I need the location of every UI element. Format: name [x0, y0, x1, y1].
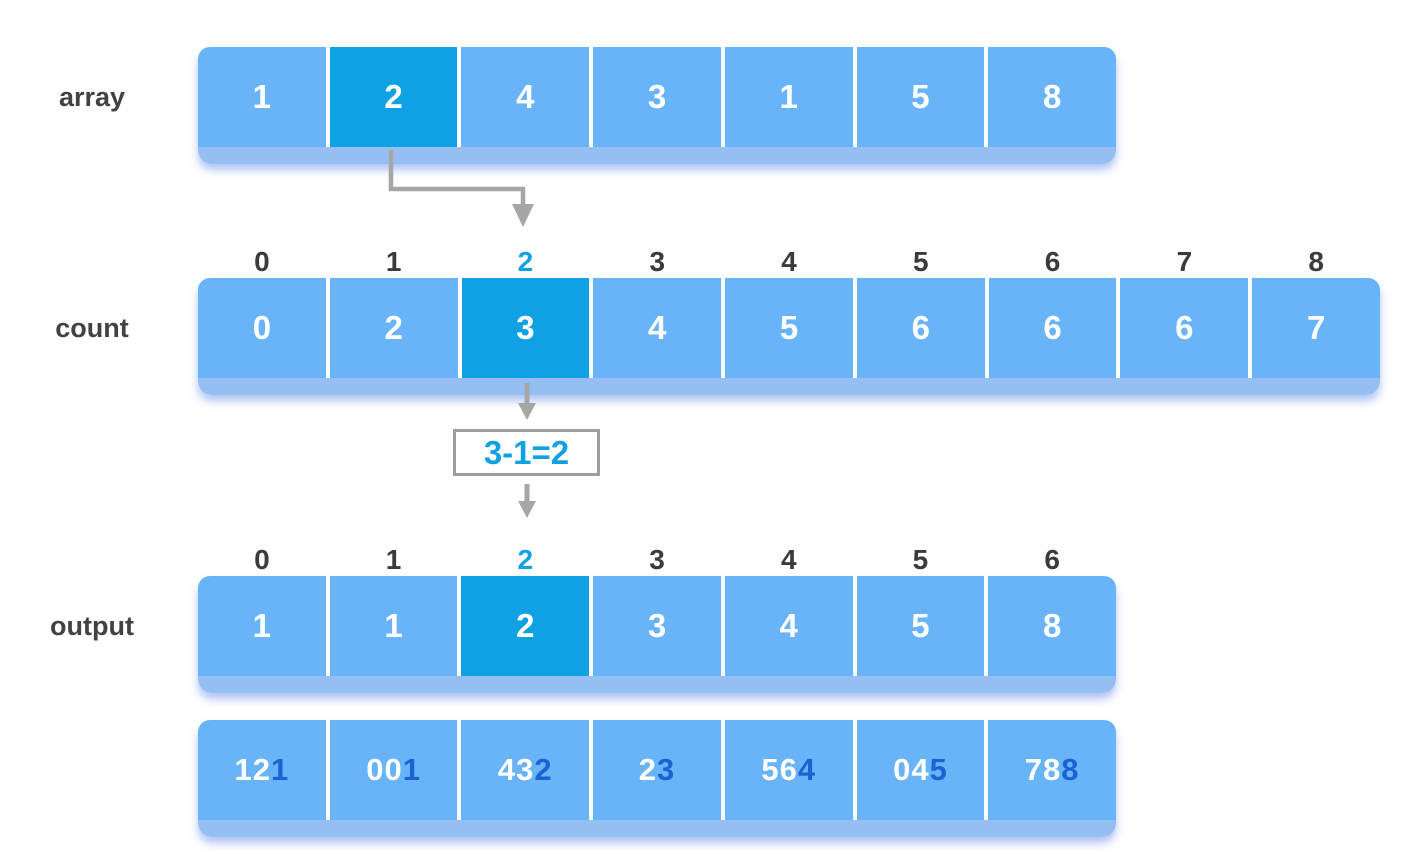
array-bar: 1 2 4 3 1 5 8	[198, 47, 1117, 164]
count-index-0: 0	[254, 246, 270, 277]
array-cell-2: 4	[461, 47, 590, 147]
array-cell-3: 3	[593, 47, 721, 147]
digits-cell-6-key-digit: 8	[1061, 752, 1080, 787]
output-bar-base	[198, 676, 1116, 693]
array-cells: 1 2 4 3 1 5 8	[198, 47, 1117, 147]
count-cell-1: 2	[329, 278, 458, 378]
count-index-2-highlighted: 2	[517, 246, 534, 277]
output-cells: 1 1 2 3 4 5 8	[198, 576, 1117, 676]
output-index-2-highlighted: 2	[517, 544, 534, 575]
output-cell-0: 1	[198, 576, 326, 676]
array-cell-5: 5	[856, 47, 985, 147]
array-cell-1-highlighted: 2	[329, 47, 458, 147]
output-bar: 1 1 2 3 4 5 8	[198, 576, 1117, 693]
digits-cell-1-key-digit: 1	[402, 752, 421, 787]
count-indices: 0 1 2 3 4 5 6 7 8	[198, 247, 1380, 277]
output-cell-6: 8	[988, 576, 1117, 676]
output-index-6: 6	[1044, 544, 1060, 575]
digits-cell-2-key-digit: 2	[534, 752, 553, 787]
digits-cell-1-prefix: 00	[366, 752, 403, 787]
output-index-4: 4	[780, 544, 797, 575]
count-cell-5: 6	[856, 278, 985, 378]
digits-cell-4-key-digit: 4	[797, 752, 817, 787]
output-cell-2-highlighted: 2	[461, 576, 590, 676]
array-cell-4: 1	[724, 47, 853, 147]
count-cell-6: 6	[988, 278, 1117, 378]
count-row-label: count	[55, 313, 129, 343]
digits-cell-3-key-digit: 3	[657, 752, 676, 787]
output-row-label: output	[50, 611, 134, 641]
count-cell-7: 6	[1120, 278, 1249, 378]
formula-box: 3-1=2	[453, 429, 600, 476]
count-cell-4: 5	[725, 278, 853, 378]
formula-text: 3-1=2	[483, 433, 570, 471]
output-cell-4: 4	[724, 576, 853, 676]
output-index-0: 0	[254, 544, 270, 575]
digits-cell-5-prefix: 04	[893, 752, 930, 787]
digits-bar-base	[198, 820, 1116, 837]
count-cell-3: 4	[593, 278, 722, 378]
count-cell-0: 0	[198, 278, 326, 378]
digits-cell-3-prefix: 2	[638, 752, 658, 787]
count-index-1: 1	[385, 246, 402, 277]
output-cell-1: 1	[329, 576, 458, 676]
digits-cell-2-prefix: 43	[497, 752, 535, 787]
count-index-6: 6	[1044, 246, 1061, 277]
count-index-4: 4	[781, 246, 797, 277]
count-cells: 0 2 3 4 5 6 6 6 7	[198, 278, 1381, 378]
count-cell-2-highlighted: 3	[461, 278, 590, 378]
count-index-8: 8	[1308, 246, 1324, 277]
output-cell-3: 3	[593, 576, 721, 676]
array-cell-6: 8	[988, 47, 1117, 147]
down-arrow-formula-to-output	[518, 484, 536, 518]
digits-cell-0-prefix: 12	[234, 752, 271, 787]
digits-cell-0-key-digit: 1	[270, 752, 290, 787]
digits-cell-4-prefix: 56	[761, 752, 798, 787]
output-indices: 0 1 2 3 4 5 6	[198, 545, 1116, 575]
digits-cell-5-key-digit: 5	[929, 752, 948, 787]
output-cell-5: 5	[856, 576, 985, 676]
count-index-3: 3	[649, 246, 666, 277]
count-bar: 0 2 3 4 5 6 6 6 7	[198, 278, 1381, 395]
array-cell-0: 1	[198, 47, 326, 147]
count-cell-8: 7	[1252, 278, 1381, 378]
count-index-5: 5	[913, 246, 929, 277]
array-bar-base	[198, 147, 1116, 164]
count-bar-base	[198, 378, 1380, 395]
count-index-7: 7	[1176, 246, 1193, 277]
output-index-3: 3	[649, 544, 665, 575]
digits-cell-6-prefix: 78	[1024, 752, 1062, 787]
output-index-5: 5	[912, 544, 929, 575]
array-row-label: array	[58, 82, 126, 112]
output-index-1: 1	[385, 544, 402, 575]
